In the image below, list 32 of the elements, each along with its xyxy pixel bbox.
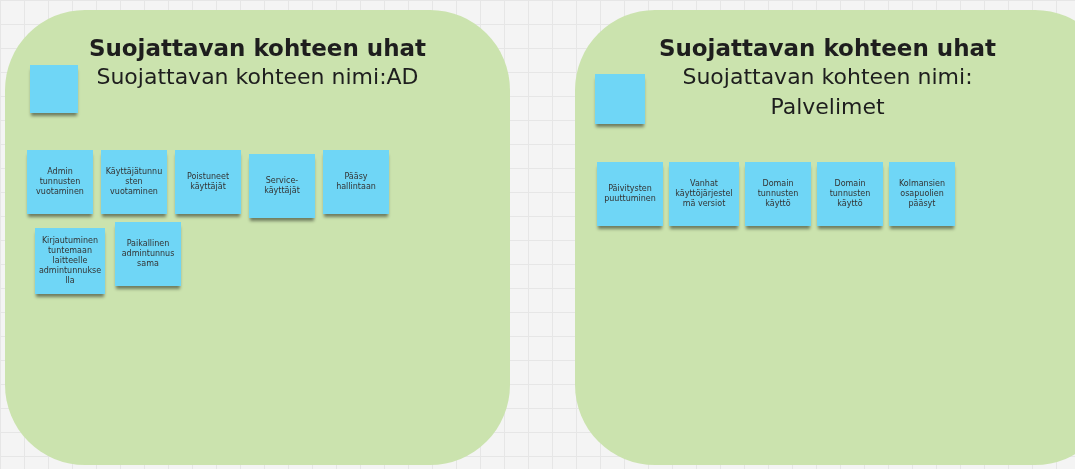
sticky-note — [30, 65, 78, 113]
note-text: Service-käyttäjät — [263, 176, 301, 196]
panel-title: Suojattavan kohteen uhat — [657, 34, 998, 62]
sticky-note — [175, 150, 241, 214]
sticky-note — [249, 154, 315, 218]
note-text: Käyttäjätunnusten vuotaminen — [104, 167, 164, 197]
sticky-note — [817, 162, 883, 226]
sticky-note — [597, 162, 663, 226]
note-text: Domain tunnusten käyttö — [756, 179, 800, 209]
sticky-note — [889, 162, 955, 226]
note-text: Päivitysten puuttuminen — [603, 184, 657, 204]
sticky-note — [669, 162, 739, 226]
sticky-note — [35, 228, 105, 294]
sticky-note — [115, 222, 181, 286]
note-text: Kirjautuminen tuntemaan laitteelle admintunnuksella — [38, 236, 102, 286]
sticky-note — [101, 150, 167, 214]
note-text: Kolmansien osapuolien pääsyt — [897, 179, 947, 209]
panel-title: Suojattavan kohteen uhat — [87, 34, 428, 62]
group-panel — [575, 10, 1075, 465]
sticky-note — [595, 74, 645, 124]
group-panel — [5, 10, 510, 465]
note-text: Domain tunnusten käyttö — [828, 179, 872, 209]
note-text: Pääsy hallintaan — [335, 172, 377, 192]
note-text: Poistuneet käyttäjät — [185, 172, 231, 192]
panel-subtitle: Suojattavan kohteen nimi: Palvelimet — [681, 63, 974, 121]
note-text: Vanhat käyttöjärjestelmä versiot — [674, 179, 734, 209]
panel-subtitle: Suojattavan kohteen nimi:AD — [95, 63, 420, 91]
sticky-note — [745, 162, 811, 226]
sticky-note — [323, 150, 389, 214]
sticky-note — [27, 150, 93, 214]
note-text: Paikallinen admintunnus sama — [120, 239, 176, 269]
note-text: Admin tunnusten vuotaminen — [35, 167, 85, 197]
